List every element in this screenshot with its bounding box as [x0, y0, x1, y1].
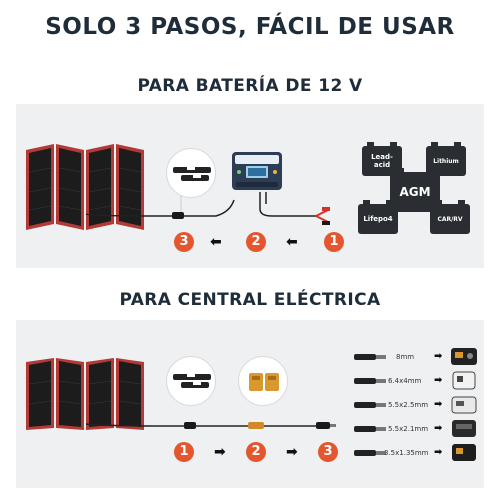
battery-icon: Lead- acid	[362, 142, 402, 176]
connector-label: 3.5x1.35mm	[384, 449, 429, 457]
step-badge: 3	[174, 232, 194, 252]
dc-plug-icon	[354, 354, 386, 360]
battery-label-lifepo4: Lifepo4	[363, 215, 393, 223]
battery-section-title: PARA BATERÍA DE 12 V	[137, 76, 363, 96]
arrow-right-icon: ➡	[434, 447, 443, 458]
solar-panel-icon	[26, 358, 144, 430]
step-badge: 1	[324, 232, 344, 252]
cable-lines	[85, 192, 330, 225]
mc4-connector-icon	[173, 166, 211, 181]
connector-row: 5.5x2.5mm ➡	[354, 396, 482, 414]
zoom-pointer	[180, 196, 182, 212]
dc-plug-icon	[354, 426, 386, 432]
arrow-right-icon: ➡	[214, 444, 226, 460]
charge-controller-icon	[232, 152, 282, 190]
mc4-connector-icon	[173, 373, 211, 388]
power-station-icon	[452, 444, 476, 461]
power-station-icon	[451, 348, 477, 365]
power-station-icon	[451, 396, 477, 414]
battery-label-car-rv: CAR/RV	[437, 215, 463, 223]
battery-icon: Lifepo4	[358, 200, 398, 234]
battery-section-panel: Lead- acid Lithium AGM Lifepo4 CAR/RV 3 …	[16, 104, 484, 268]
power-station-icon	[452, 420, 476, 437]
connector-label: 5.5x2.1mm	[388, 425, 429, 433]
xt60-adapter-icon	[249, 373, 279, 391]
battery-label-lithium: Lithium	[433, 157, 459, 165]
connector-list: 8mm ➡ 6.4x4mm ➡ 5.5x2.5mm ➡ 5.5x2.1mm ➡	[354, 342, 482, 482]
connector-zoom-circle	[166, 356, 216, 406]
adapter-zoom-circle	[238, 356, 288, 406]
cable-lines	[85, 422, 336, 429]
step-badge: 3	[318, 442, 338, 462]
battery-icon: CAR/RV	[430, 200, 470, 234]
connector-row: 6.4x4mm ➡	[354, 371, 482, 390]
dc-plug-icon	[354, 378, 386, 384]
connector-label: 6.4x4mm	[388, 377, 422, 385]
station-section-panel: 1 ➡ 2 ➡ 3 8mm ➡ 6.4x4mm ➡ 5.5x2.5mm ➡ 5	[16, 320, 484, 488]
battery-label-lead-acid: Lead- acid	[371, 153, 393, 169]
arrow-left-icon: ⬅	[286, 234, 298, 250]
power-station-icon	[452, 371, 476, 390]
arrow-right-icon: ➡	[434, 423, 443, 434]
arrow-right-icon: ➡	[434, 375, 443, 386]
arrow-right-icon: ➡	[434, 351, 443, 362]
connector-row: 3.5x1.35mm ➡	[354, 444, 482, 461]
arrow-left-icon: ⬅	[210, 234, 222, 250]
station-section-title: PARA CENTRAL ELÉCTRICA	[119, 290, 381, 310]
connector-label: 5.5x2.5mm	[388, 401, 429, 409]
step-badge: 2	[246, 232, 266, 252]
connector-zoom-circle	[166, 148, 216, 198]
main-title: SOLO 3 PASOS, FÁCIL DE USAR	[45, 14, 455, 40]
arrow-right-icon: ➡	[434, 399, 443, 410]
dc-plug-icon	[354, 402, 386, 408]
step-badge: 1	[174, 442, 194, 462]
connector-row: 5.5x2.1mm ➡	[354, 420, 482, 437]
connector-label: 8mm	[396, 353, 415, 361]
dc-plug-icon	[354, 450, 386, 456]
arrow-right-icon: ➡	[286, 444, 298, 460]
solar-panel-icon	[26, 144, 144, 230]
step-badge: 2	[246, 442, 266, 462]
connector-row: 8mm ➡	[354, 348, 482, 365]
battery-label-agm: AGM	[399, 185, 431, 199]
